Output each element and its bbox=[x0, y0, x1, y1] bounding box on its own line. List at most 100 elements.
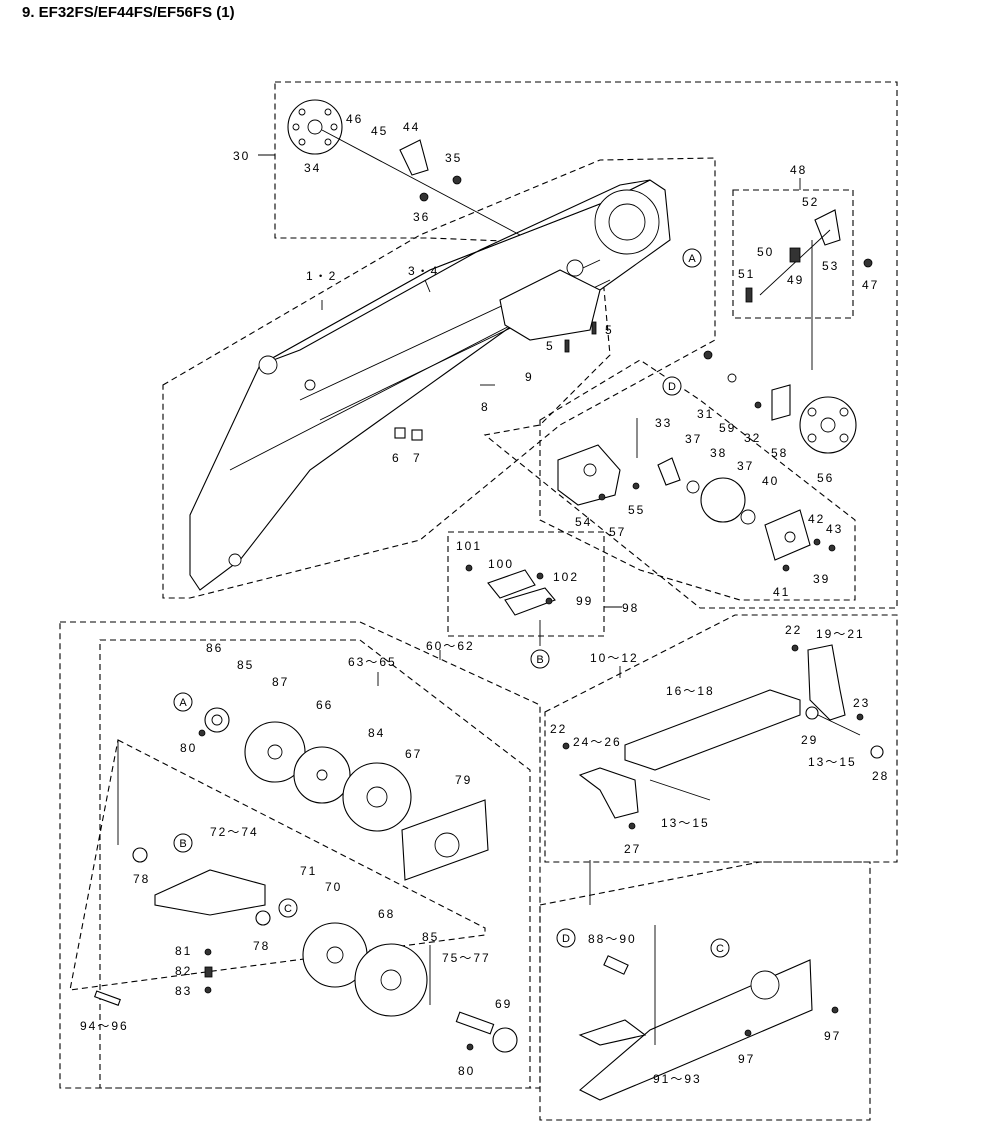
boundary-sprocket-63 bbox=[99, 639, 531, 1089]
lever-48-parts bbox=[745, 209, 873, 303]
label-70: 70 bbox=[325, 880, 342, 894]
bracket-98 bbox=[465, 564, 556, 616]
ref-a-top: A bbox=[688, 253, 696, 265]
label-98: 98 bbox=[622, 601, 639, 615]
label-71: 71 bbox=[300, 864, 317, 878]
part-labels: 30 34 46 45 44 35 36 48 52 50 49 51 53 4… bbox=[80, 112, 889, 1086]
ref-d-top: D bbox=[668, 381, 676, 393]
boundary-gear-assembly bbox=[539, 359, 856, 601]
label-51: 51 bbox=[738, 267, 755, 281]
label-3-4: 3・4 bbox=[408, 264, 439, 278]
label-46: 46 bbox=[346, 112, 363, 126]
label-22b: 22 bbox=[550, 722, 567, 736]
label-35: 35 bbox=[445, 151, 462, 165]
label-78a: 78 bbox=[133, 872, 150, 886]
top-sprocket-34 bbox=[287, 99, 521, 236]
label-88-90: 88～90 bbox=[588, 932, 637, 946]
label-81: 81 bbox=[175, 944, 192, 958]
ref-a-sprocket: A bbox=[179, 697, 187, 709]
boundary-bracket-98 bbox=[447, 531, 605, 637]
label-32: 32 bbox=[744, 431, 761, 445]
label-53: 53 bbox=[822, 259, 839, 273]
label-44: 44 bbox=[403, 120, 420, 134]
boundary-sprocket-60 bbox=[59, 621, 541, 1089]
label-28: 28 bbox=[872, 769, 889, 783]
label-47: 47 bbox=[862, 278, 879, 292]
label-38: 38 bbox=[710, 446, 727, 460]
label-56: 56 bbox=[817, 471, 834, 485]
main-frame bbox=[189, 179, 671, 591]
label-30: 30 bbox=[233, 149, 250, 163]
label-39: 39 bbox=[813, 572, 830, 586]
label-33: 33 bbox=[655, 416, 672, 430]
label-67: 67 bbox=[405, 747, 422, 761]
label-36: 36 bbox=[413, 210, 430, 224]
boundary-lever-48 bbox=[732, 189, 854, 319]
label-37a: 37 bbox=[685, 432, 702, 446]
label-54: 54 bbox=[575, 515, 592, 529]
group-boundaries bbox=[59, 81, 898, 1121]
ref-c-rail: C bbox=[716, 943, 724, 955]
label-7: 7 bbox=[413, 451, 422, 465]
motor-assembly-54 bbox=[557, 444, 836, 572]
sprocket-assembly-60 bbox=[93, 707, 518, 1053]
label-59: 59 bbox=[719, 421, 736, 435]
reference-marks: A D B A B C D C bbox=[173, 248, 730, 958]
label-85a: 85 bbox=[237, 658, 254, 672]
label-72-74: 72～74 bbox=[210, 825, 259, 839]
leader-lines bbox=[117, 154, 813, 1045]
label-55: 55 bbox=[628, 503, 645, 517]
ref-b-bracket: B bbox=[536, 654, 543, 666]
label-8: 8 bbox=[481, 400, 490, 414]
label-100: 100 bbox=[488, 557, 514, 571]
label-91-93: 91～93 bbox=[653, 1072, 702, 1086]
ref-d-rail: D bbox=[562, 933, 570, 945]
label-49: 49 bbox=[787, 273, 804, 287]
label-48: 48 bbox=[790, 163, 807, 177]
label-6: 6 bbox=[392, 451, 401, 465]
label-27: 27 bbox=[624, 842, 641, 856]
label-78b: 78 bbox=[253, 939, 270, 953]
label-66: 66 bbox=[316, 698, 333, 712]
label-63-65: 63～65 bbox=[348, 655, 397, 669]
label-58: 58 bbox=[771, 446, 788, 460]
rail-91 bbox=[578, 955, 839, 1101]
label-84: 84 bbox=[368, 726, 385, 740]
ref-c-holder: C bbox=[284, 903, 292, 915]
label-16-18: 16～18 bbox=[666, 684, 715, 698]
label-5a: 5 bbox=[605, 323, 614, 337]
boundary-holder-72 bbox=[69, 739, 486, 991]
label-19-21: 19～21 bbox=[816, 627, 865, 641]
page-title: 9. EF32FS/EF44FS/EF56FS (1) bbox=[22, 4, 235, 21]
label-37b: 37 bbox=[737, 459, 754, 473]
slider-assembly-10 bbox=[562, 644, 884, 830]
label-24-26: 24～26 bbox=[573, 735, 622, 749]
label-52: 52 bbox=[802, 195, 819, 209]
label-9: 9 bbox=[525, 370, 534, 384]
label-97b: 97 bbox=[738, 1052, 755, 1066]
boundary-top-frame bbox=[274, 81, 898, 609]
label-13-15a: 13～15 bbox=[808, 755, 857, 769]
label-57: 57 bbox=[609, 525, 626, 539]
label-85b: 85 bbox=[422, 930, 439, 944]
label-1-2: 1・2 bbox=[306, 269, 337, 283]
label-50: 50 bbox=[757, 245, 774, 259]
label-31: 31 bbox=[697, 407, 714, 421]
label-13-15b: 13～15 bbox=[661, 816, 710, 830]
label-69: 69 bbox=[495, 997, 512, 1011]
label-42: 42 bbox=[808, 512, 825, 526]
label-75-77: 75～77 bbox=[442, 951, 491, 965]
label-80b: 80 bbox=[458, 1064, 475, 1078]
label-45: 45 bbox=[371, 124, 388, 138]
label-82: 82 bbox=[175, 964, 192, 978]
label-41: 41 bbox=[773, 585, 790, 599]
boundary-rail-91 bbox=[539, 861, 871, 1121]
label-102: 102 bbox=[553, 570, 579, 584]
label-86: 86 bbox=[206, 641, 223, 655]
label-99: 99 bbox=[576, 594, 593, 608]
label-5b: 5 bbox=[546, 339, 555, 353]
label-97a: 97 bbox=[824, 1029, 841, 1043]
label-34: 34 bbox=[304, 161, 321, 175]
label-40: 40 bbox=[762, 474, 779, 488]
